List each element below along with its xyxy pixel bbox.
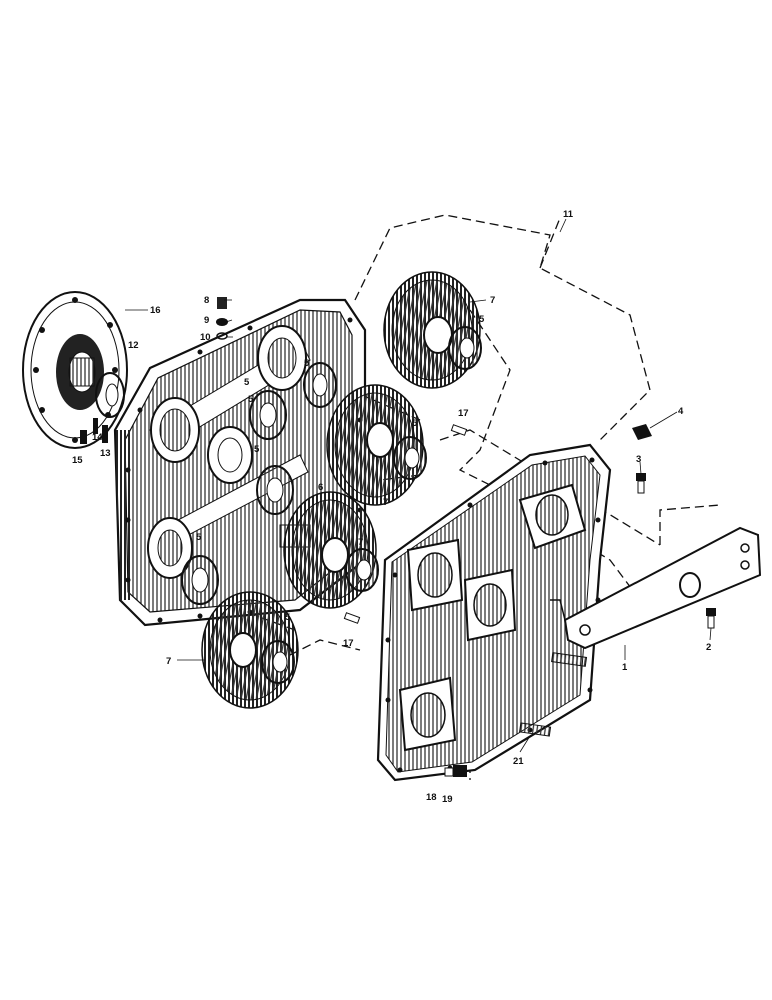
callout-5-housing-a: 5 [244, 377, 250, 388]
callout-10: 10 [200, 332, 211, 343]
drain-plug [444, 765, 467, 777]
callout-11: 11 [563, 209, 574, 220]
callout-2: 2 [706, 642, 711, 653]
callout-15: 15 [72, 455, 83, 466]
callout-17-top: 17 [458, 408, 469, 419]
callout-5-housing-d: 5 [254, 444, 260, 455]
callout-7-bottom: 7 [166, 656, 171, 667]
callout-21: 21 [513, 756, 524, 767]
bearing-ring [95, 372, 125, 418]
callout-5-gear-bottom: 5 [285, 612, 291, 623]
callout-7-top: 7 [490, 295, 495, 306]
callout-3: 3 [636, 454, 641, 465]
flex-coupling-disc [22, 291, 128, 449]
gear-shaft-drive [279, 491, 379, 609]
gear-middle [326, 384, 427, 506]
disc-bolt-holes [33, 297, 118, 443]
callout-4: 4 [678, 406, 684, 417]
gear-bottom [201, 591, 299, 709]
callout-19: 19 [442, 794, 453, 805]
gear-top [383, 271, 482, 389]
callout-labels: 11 16 8 9 10 12 14 13 15 7 5 5 5 5 5 5 5… [72, 209, 711, 805]
callout-5-gear-middle: 5 [412, 418, 418, 429]
callout-5-top: 5 [479, 314, 485, 325]
breather-plug [216, 297, 228, 340]
callout-8: 8 [204, 295, 209, 306]
callout-7-middle: 7 [383, 497, 388, 508]
callout-17-bottom: 17 [343, 638, 354, 649]
callout-5-housing-e: 5 [196, 532, 202, 543]
callout-5-housing-c: 5 [248, 394, 254, 405]
dowel-pins [343, 424, 468, 624]
callout-14: 14 [92, 432, 103, 443]
studs [519, 652, 588, 737]
mounting-bracket [550, 526, 762, 650]
disc-bolts [80, 418, 108, 444]
callout-1: 1 [622, 662, 628, 673]
callout-18: 18 [426, 792, 437, 803]
callout-16: 16 [150, 305, 161, 316]
front-cover-plate [376, 443, 612, 782]
callout-12: 12 [128, 340, 139, 351]
callout-leaders [125, 218, 712, 753]
callout-13: 13 [100, 448, 111, 459]
callout-5-housing-b: 5 [304, 358, 310, 369]
callout-6: 6 [318, 482, 323, 493]
callout-9: 9 [204, 315, 209, 326]
callout-7-drive: 7 [358, 537, 363, 548]
